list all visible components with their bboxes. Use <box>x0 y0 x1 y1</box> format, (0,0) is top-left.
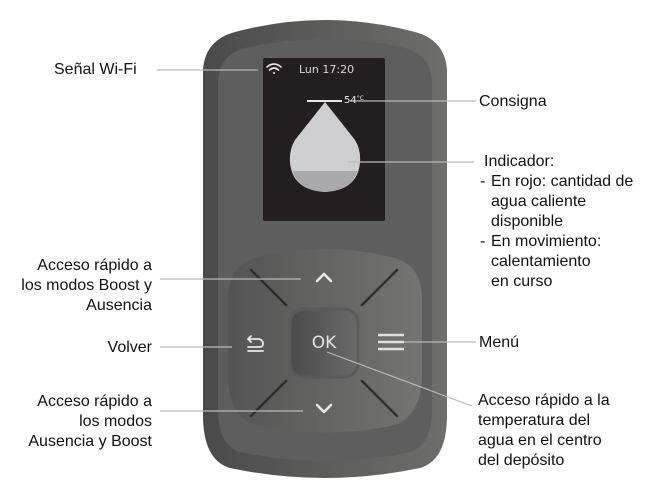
annotation-down: Acceso rápido a los modos Ausencia y Boo… <box>28 393 152 450</box>
setpoint-value: 54°C <box>344 95 364 106</box>
back-arrow-icon <box>247 335 264 352</box>
ok-button[interactable]: OK <box>290 309 358 377</box>
wifi-icon <box>266 63 282 74</box>
annotation-back: Volver <box>107 339 152 356</box>
annotation-menu: Menú <box>479 334 520 351</box>
annotation-up: Acceso rápido a los modos Boost y Ausenc… <box>21 257 152 314</box>
chevron-up-icon <box>315 272 333 283</box>
chevron-down-icon <box>315 403 333 414</box>
ok-button <box>288 307 360 379</box>
annotation-ok: Acceso rápido a la temperatura del agua … <box>478 392 610 469</box>
annotation-setpoint: Consigna <box>479 93 547 110</box>
back-button[interactable] <box>236 326 274 360</box>
ok-label: OK <box>311 333 337 353</box>
menu-button[interactable] <box>372 326 410 360</box>
up-button[interactable] <box>305 262 343 294</box>
annotation-wifi: Señal Wi-Fi <box>54 61 137 78</box>
down-button[interactable] <box>305 392 343 424</box>
water-drop-icon <box>289 102 361 192</box>
screen-day-time: Lun 17:20 <box>299 63 355 76</box>
hamburger-menu-icon <box>378 333 404 351</box>
annotation-indicator: Indicador: - En rojo: cantidad de agua c… <box>480 153 634 290</box>
